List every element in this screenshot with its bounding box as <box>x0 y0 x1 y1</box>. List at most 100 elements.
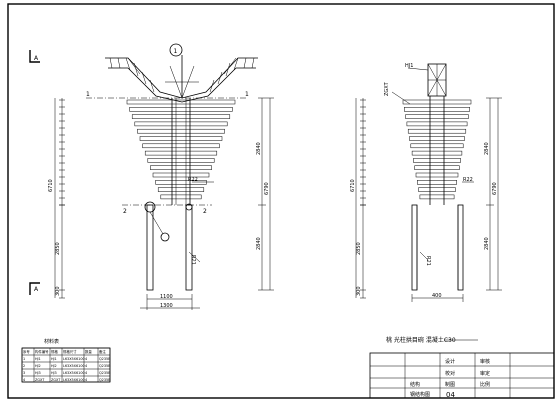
svg-text:HJ1: HJ1 <box>405 63 413 69</box>
table-header-cell: 规格尺寸 <box>63 349 77 354</box>
plate <box>419 194 455 200</box>
table-cell: HJ2 <box>35 364 41 368</box>
table-header-cell: 数量 <box>85 349 92 354</box>
plate <box>155 180 207 185</box>
table-cell: Q235B <box>99 364 111 368</box>
plate <box>404 107 470 112</box>
table-header-cell: 备注 <box>99 349 106 354</box>
bubble-hj1: HJ1 <box>405 63 429 71</box>
table-cell: L63X5X6100 <box>63 364 85 368</box>
dim-1300: 1300 <box>160 303 173 309</box>
plate <box>134 121 228 127</box>
svg-text:A: A <box>34 286 39 293</box>
right-dimension-chain: 2840 6790 2840 <box>256 97 274 291</box>
table-header-cell: 序号 <box>23 349 30 354</box>
title-block: 设计 审核 校对 审定 制图 比例 结构 钢结构图 04 <box>369 352 555 399</box>
plate <box>411 150 463 156</box>
bottom-dimension-right: 400 <box>411 293 464 302</box>
table-cell: HJ3 <box>51 371 57 375</box>
table-cell: 4 <box>85 371 87 375</box>
plate <box>414 165 460 170</box>
label-r22-right: R22 <box>463 177 473 183</box>
plate <box>407 128 467 134</box>
plate <box>405 114 469 119</box>
bubble-zgxt: ZGXT <box>384 81 411 105</box>
left-dimension-chain: 6710 2850 300 <box>48 98 65 299</box>
plate <box>410 143 464 149</box>
right-elevation: HJ1 ZGXT R22 R21 6710 2850 <box>350 63 502 302</box>
detail-bubble-1: 1 <box>169 43 183 57</box>
tb-sheet-no: 04 <box>446 391 455 399</box>
table-cell: ZGXT <box>35 378 45 382</box>
table-cell: 4 <box>23 378 25 382</box>
dim-upper: 2840 <box>256 142 262 155</box>
plate <box>139 136 223 141</box>
table-cell: L63X5X6100 <box>63 378 85 382</box>
plate <box>150 165 212 170</box>
svg-text:2840: 2840 <box>484 142 490 155</box>
column-right <box>429 96 445 205</box>
plate <box>152 172 210 178</box>
table-title: 材料表 <box>44 338 59 345</box>
plate-stack-right <box>402 99 472 200</box>
table-cell: HJ1 <box>35 357 41 361</box>
label-r22: R22 <box>188 177 198 183</box>
plate <box>409 136 465 141</box>
tb-row3-a: 制图 <box>445 381 455 388</box>
plate <box>142 143 220 149</box>
table-cell: 1 <box>23 357 25 361</box>
plate <box>418 187 456 192</box>
right-left-dimension-chain: 6710 2850 300 <box>350 98 366 299</box>
table-cell: 4 <box>85 364 87 368</box>
tb-row2-a: 校对 <box>445 370 455 377</box>
table-cell: HJ1 <box>51 357 57 361</box>
dim-lower: 2850 <box>55 242 61 255</box>
plate <box>406 121 468 127</box>
cut2-left-label: 2 <box>123 208 127 215</box>
plate <box>157 187 205 192</box>
table-cell: 4 <box>85 357 87 361</box>
detail-marker <box>160 232 170 242</box>
note-text: 桃 光柱拱目碗 混凝土C30 <box>386 336 456 344</box>
plate <box>147 158 215 163</box>
plate <box>129 107 233 112</box>
legs-right <box>411 204 464 291</box>
plate <box>417 180 457 185</box>
table-cell: 3 <box>23 371 25 375</box>
table-header-cell: 构件编号 <box>35 349 49 354</box>
table-cell: Q235B <box>99 357 111 361</box>
svg-text:6790: 6790 <box>492 182 498 195</box>
svg-text:2850: 2850 <box>356 242 362 255</box>
table-cell: L63X5X6100 <box>63 371 85 375</box>
tb-company: 结构 <box>410 381 420 388</box>
left-elevation: 1 1 1 2 2 R22 R21 <box>48 43 274 310</box>
table-cell: HJ3 <box>35 371 41 375</box>
svg-text:300: 300 <box>356 286 362 296</box>
tb-row1-a: 设计 <box>445 358 455 365</box>
dim-total: 6710 <box>48 179 54 192</box>
section-mark-a-top: A <box>29 50 40 63</box>
plate <box>137 128 225 134</box>
svg-text:6710: 6710 <box>350 179 356 192</box>
plate <box>131 114 231 119</box>
sheet-border <box>7 3 555 399</box>
svg-text:A: A <box>34 55 39 62</box>
tb-row2-b: 审定 <box>480 370 490 377</box>
table-cell: Q235B <box>99 371 111 375</box>
svg-text:ZGXT: ZGXT <box>384 81 390 96</box>
label-r21-right: R21 <box>425 256 431 266</box>
table-cell: ZGXT <box>51 378 61 382</box>
table-header-cell: 规格 <box>51 349 58 354</box>
plate <box>126 99 236 105</box>
dim-bottom: 300 <box>55 286 61 296</box>
table-cell: Q235B <box>99 378 111 382</box>
svg-text:2840: 2840 <box>484 237 490 250</box>
dim-overall: 6790 <box>264 182 270 195</box>
cut1-left-label: 1 <box>86 91 90 98</box>
plate <box>144 150 218 156</box>
legs <box>144 201 193 291</box>
roof-truss <box>105 55 258 103</box>
